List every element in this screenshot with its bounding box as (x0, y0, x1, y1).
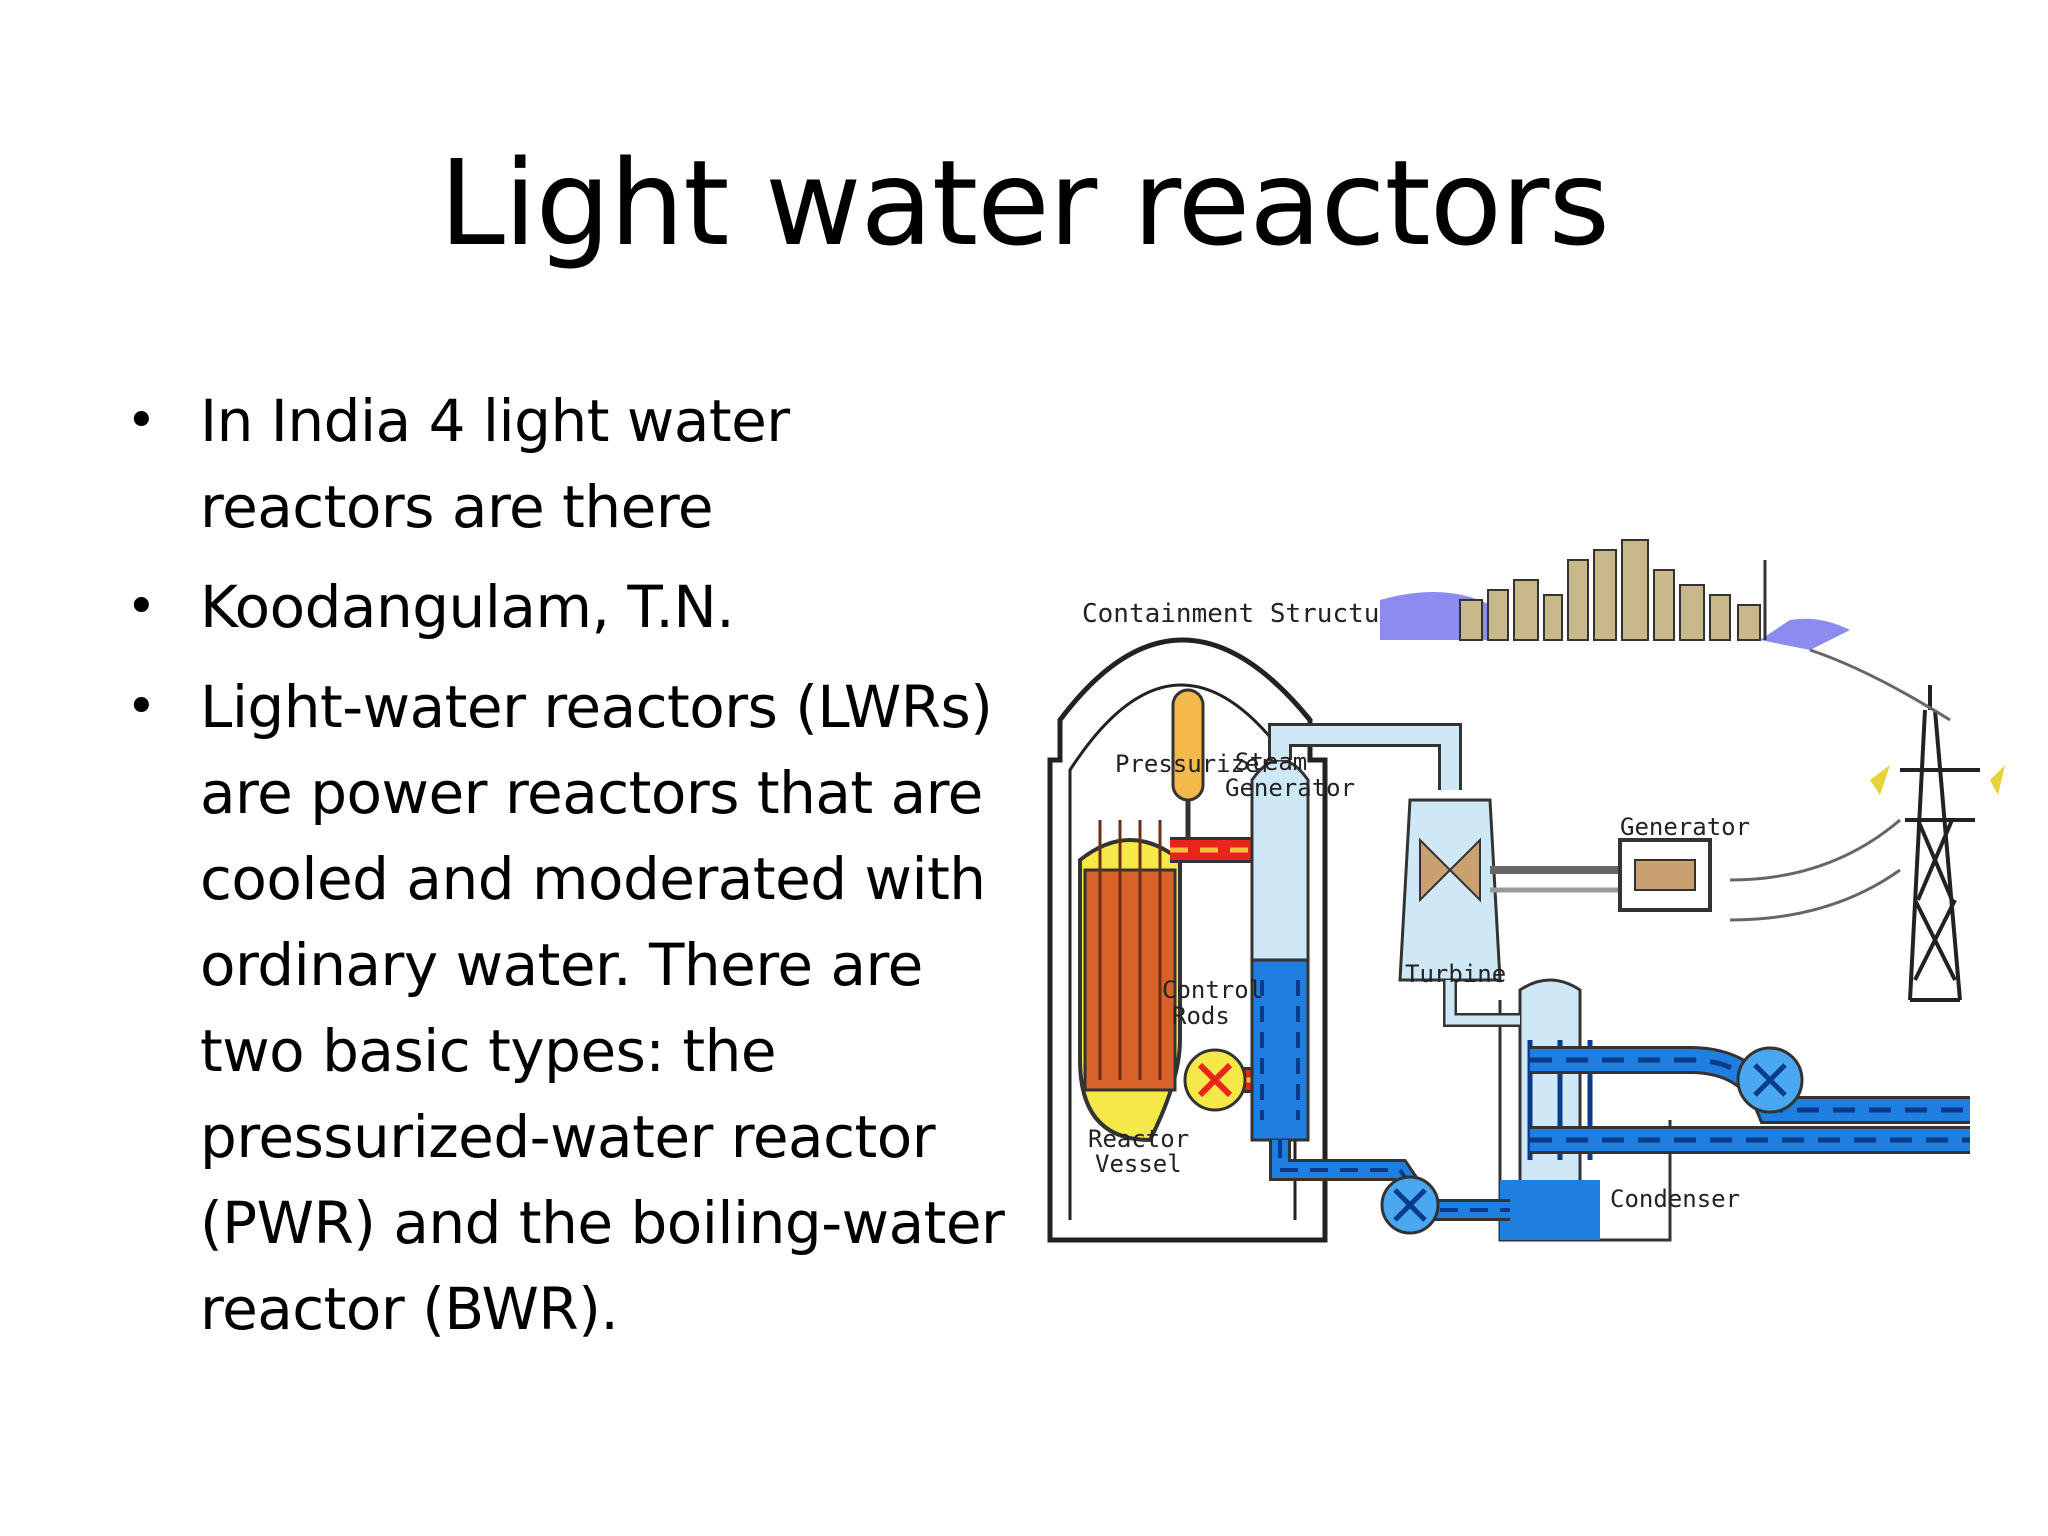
bullet-dot-icon: • (126, 577, 157, 637)
steam-line-pipe (1268, 723, 1462, 790)
label-generator: Generator (1620, 813, 1750, 841)
bullet-item: • Koodangulam, T.N. (118, 564, 1018, 650)
pwr-diagram: Containment Structure (1047, 539, 2005, 1243)
bullet-text: Koodangulam, T.N. (200, 573, 735, 641)
bullet-dot-icon: • (126, 391, 157, 451)
bullet-list: • In India 4 light water reactors are the… (118, 378, 1018, 1366)
reactor-vessel (1078, 820, 1182, 1143)
label-condenser: Condenser (1610, 1185, 1740, 1213)
spark-icon (1870, 765, 2005, 795)
label-reactor: Reactor (1088, 1125, 1189, 1153)
label-turbine: Turbine (1405, 960, 1506, 988)
label-steam-generator: Generator (1225, 774, 1355, 802)
bullet-text: Light-water reactors (LWRs) are power re… (200, 673, 1005, 1343)
pressurizer (1171, 688, 1205, 840)
bullet-dot-icon: • (126, 677, 157, 737)
generator (1618, 838, 1712, 912)
transmission-tower-icon (1900, 685, 1980, 1002)
label-vessel: Vessel (1095, 1150, 1182, 1178)
city-skyline-icon (1380, 539, 1850, 650)
bullet-item: • In India 4 light water reactors are the… (118, 378, 1018, 550)
label-containment: Containment Structure (1082, 599, 1411, 629)
turbine (1398, 798, 1630, 982)
power-lines (1729, 648, 1951, 922)
condenser (1443, 978, 1672, 1242)
steam-generator (1250, 758, 1310, 1142)
label-pressurizer: Pressurizer (1115, 750, 1274, 778)
label-control: Control (1162, 976, 1263, 1004)
bullet-item: • Light-water reactors (LWRs) are power r… (118, 664, 1018, 1352)
bullet-text: In India 4 light water reactors are ther… (200, 387, 790, 541)
label-rods: Rods (1172, 1002, 1230, 1030)
label-steam: Steam (1235, 748, 1307, 776)
slide-title: Light water reactors (439, 134, 1610, 272)
